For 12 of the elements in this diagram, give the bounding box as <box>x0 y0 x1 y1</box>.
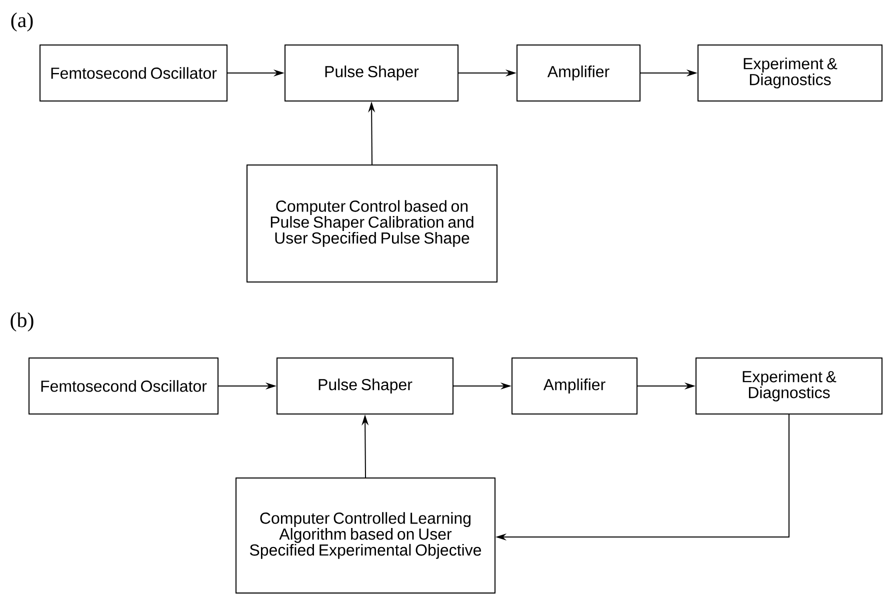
process-box: Femtosecond Oscillator <box>40 44 228 102</box>
process-box: Femtosecond Oscillator <box>28 358 218 414</box>
process-box: Amplifier <box>516 44 640 102</box>
panel-label: (b) <box>10 312 34 332</box>
process-box: Amplifier <box>512 358 638 414</box>
process-box: Experiment & Diagnostics <box>698 44 882 102</box>
process-box: Pulse Shaper <box>276 358 454 414</box>
process-box: Computer Controlled Learning Algorithm based on User Specified Experimental Objective <box>236 478 496 594</box>
panel-label: (a) <box>11 12 33 32</box>
process-box: Pulse Shaper <box>284 44 458 102</box>
process-box: Computer Control based on Pulse Shaper Calibration and User Specified Pulse Shape <box>246 164 498 282</box>
process-box: Experiment & Diagnostics <box>696 358 882 414</box>
